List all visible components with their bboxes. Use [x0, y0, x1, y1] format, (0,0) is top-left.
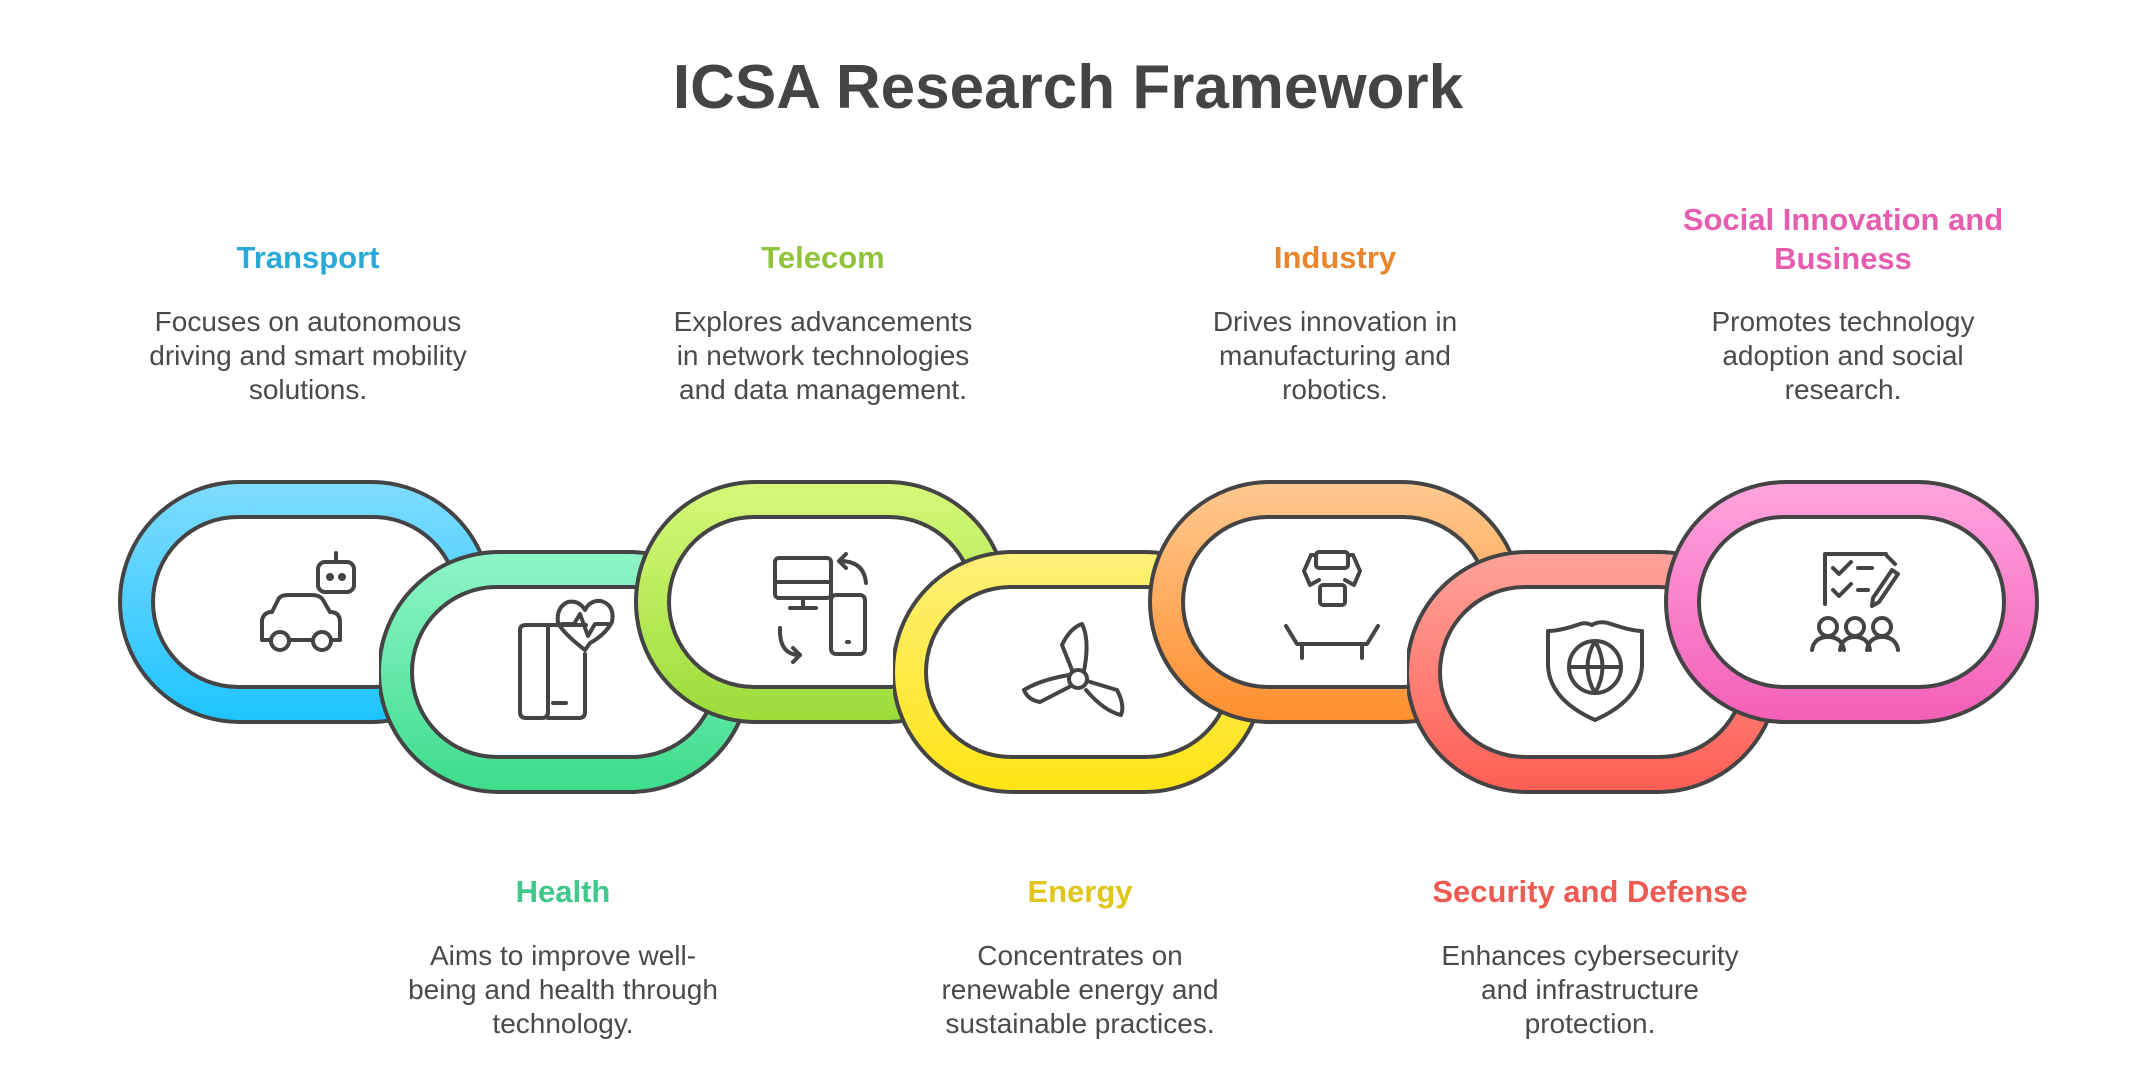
social-research-icon [1810, 552, 1900, 652]
topic-heading: Industry [1273, 240, 1397, 275]
topic-social-innovation: Social Innovation and Business Promotes … [1653, 200, 2033, 407]
topic-energy: Energy Concentrates on renewable energy … [890, 872, 1270, 1041]
health-tablet-icon [518, 598, 615, 720]
topic-description: Aims to improve well- being and health t… [408, 940, 718, 1039]
topic-health: Health Aims to improve well- being and h… [373, 872, 753, 1041]
topic-description: Promotes technology adoption and social … [1711, 306, 1975, 405]
chain-overlap-security [1407, 552, 1524, 727]
topic-description: Explores advancements in network technol… [673, 306, 973, 405]
chain-overlap-health [379, 552, 494, 727]
topic-heading: Transport [236, 240, 380, 275]
topic-heading: Social Innovation and Business [1682, 202, 2004, 276]
chain-overlap-energy [893, 552, 1010, 727]
topic-telecom: Telecom Explores advancements in network… [633, 238, 1013, 407]
topic-description: Drives innovation in manufacturing and r… [1212, 306, 1458, 405]
topic-heading: Security and Defense [1432, 874, 1748, 909]
topic-security: Security and Defense Enhances cybersecur… [1400, 872, 1780, 1041]
page-title: ICSA Research Framework [672, 53, 1464, 122]
chain-overlap-telecom [636, 552, 756, 724]
topic-transport: Transport Focuses on autonomous driving … [118, 238, 498, 407]
autonomous-car-icon [260, 551, 356, 652]
chain-overlap-social [1666, 552, 1786, 724]
topic-description: Enhances cybersecurity and infrastructur… [1441, 940, 1739, 1039]
devices-sync-icon [773, 552, 868, 664]
topic-heading: Health [515, 874, 611, 909]
topic-industry: Industry Drives innovation in manufactur… [1145, 238, 1525, 407]
topic-heading: Energy [1027, 874, 1133, 909]
topic-heading: Telecom [761, 240, 885, 275]
robotic-arm-icon [1284, 550, 1380, 660]
chain-overlap-industry [1150, 552, 1270, 724]
topic-description: Focuses on autonomous driving and smart … [149, 306, 467, 405]
shield-globe-icon [1546, 620, 1644, 722]
topic-description: Concentrates on renewable energy and sus… [941, 940, 1219, 1039]
wind-turbine-icon [1022, 622, 1125, 717]
